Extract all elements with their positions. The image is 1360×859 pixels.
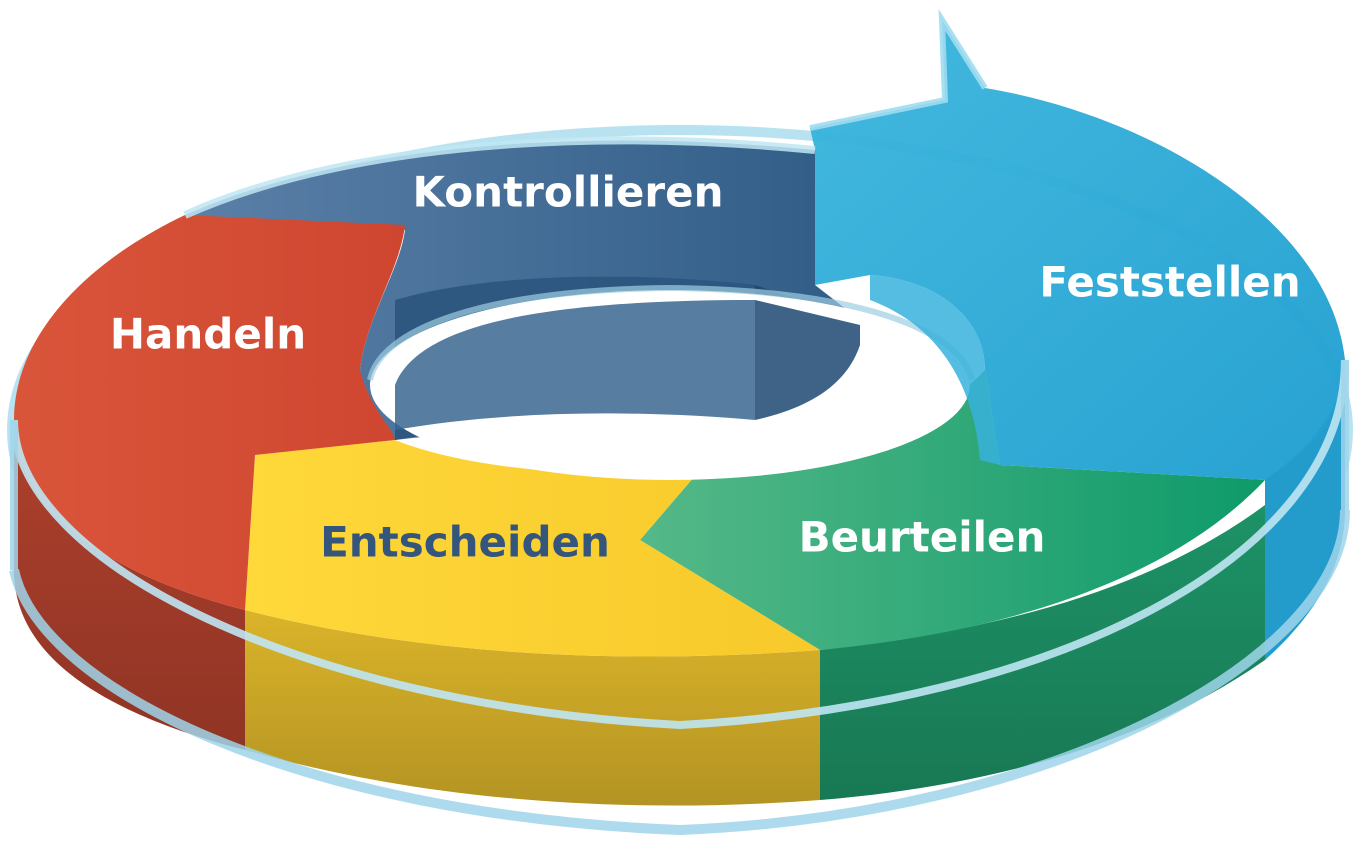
label-kontrollieren: Kontrollieren	[413, 168, 724, 217]
label-feststellen: Feststellen	[1039, 258, 1300, 307]
glass-rim-front	[10, 359, 1349, 730]
label-handeln: Handeln	[110, 310, 306, 359]
label-beurteilen: Beurteilen	[799, 513, 1046, 562]
beurteilen-segment	[640, 370, 1265, 650]
feststellen-segment	[810, 20, 1345, 480]
handeln-segment	[14, 215, 405, 610]
label-entscheiden: Entscheiden	[320, 518, 610, 567]
entscheiden-segment	[245, 440, 820, 657]
